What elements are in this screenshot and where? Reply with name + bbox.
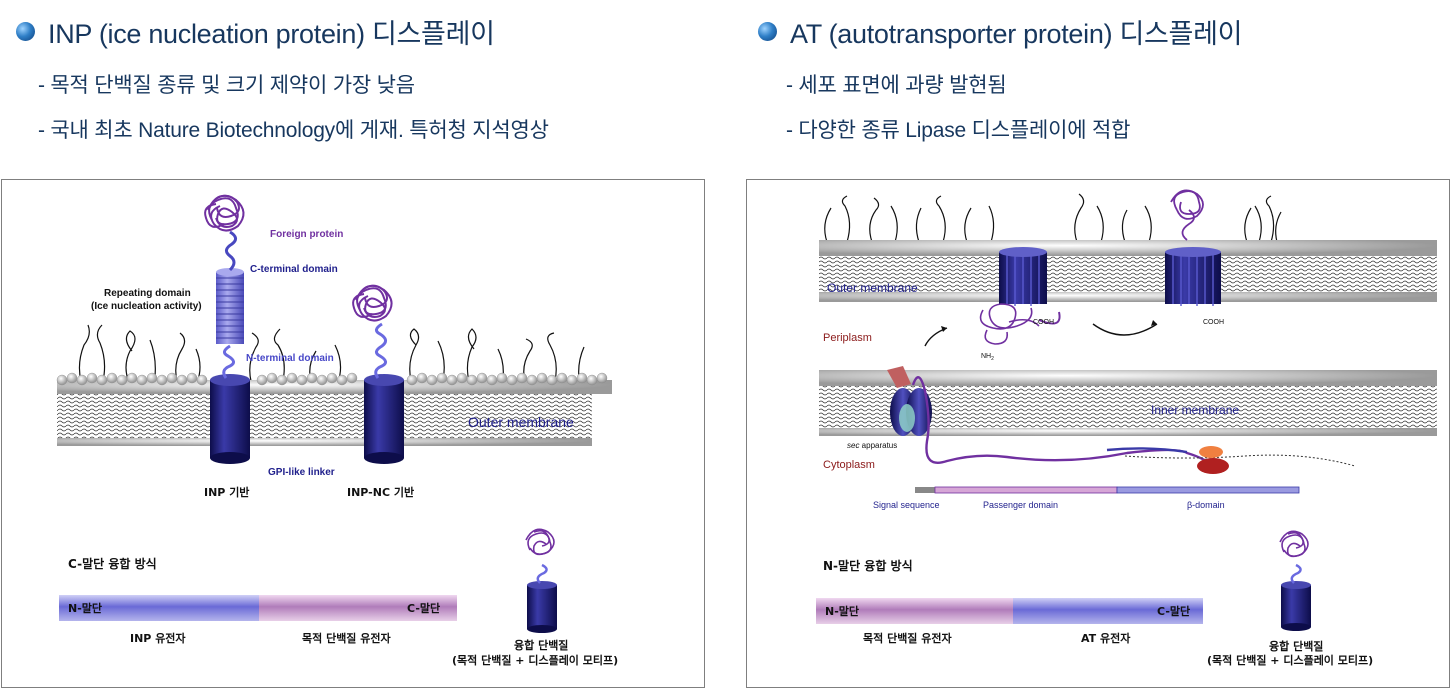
beta-barrel-1: [999, 247, 1047, 306]
passenger-domain-label: Passenger domain: [983, 500, 1058, 510]
outer-membrane-bilayer: [819, 240, 1437, 302]
lps-chains: [824, 193, 1282, 243]
signal-arrow-icon: [887, 366, 911, 388]
ribosome-mrna: [1124, 454, 1356, 467]
inp-nc-base-label: INP-NC 기반: [347, 485, 414, 499]
fusion-protein-icon: [1279, 530, 1311, 631]
fusion-protein-sub-label: (목적 단백질 + 디스플레이 모티프): [1207, 653, 1373, 667]
c-terminal-linker: [225, 230, 237, 272]
domain-organization-bar: [915, 486, 1300, 494]
left-bullet-2: - 국내 최초 Nature Biotechnology에 게재. 특허청 지석…: [38, 119, 549, 142]
fusion-protein-icon: [525, 528, 557, 633]
bar-c-terminal-label: C-말단: [1157, 604, 1190, 618]
nh2-label: NH2: [981, 353, 994, 362]
inp-nc-anchor-cylinder: [364, 374, 404, 464]
beta-domain-label: β-domain: [1187, 500, 1225, 510]
inp-gene-segment: [59, 595, 259, 621]
outer-membrane-label: Outer membrane: [468, 414, 574, 430]
outer-membrane-bilayer: [56, 372, 612, 446]
cooh-label-2: COOH: [1203, 319, 1224, 326]
left-heading-text: INP (ice nucleation protein) 디스플레이: [48, 19, 495, 49]
cooh-label-1: COOH: [1033, 319, 1054, 326]
target-gene-segment: [816, 598, 1013, 624]
periplasm-chain: [1038, 311, 1061, 325]
passenger-domain-periplasm: [979, 303, 1040, 345]
left-heading: INP (ice nucleation protein) 디스플레이: [16, 12, 495, 51]
fusion-protein-label: 융합 단백질: [514, 638, 568, 652]
target-gene-label: 목적 단백질 유전자: [863, 631, 952, 645]
periplasm-label: Periplasm: [823, 332, 872, 344]
bar-n-terminal-label: N-말단: [825, 604, 859, 618]
right-bullet-1: - 세포 표면에 과량 발현됨: [786, 74, 1007, 97]
passenger-domain-displayed: [1170, 189, 1204, 241]
target-gene-label: 목적 단백질 유전자: [302, 631, 391, 645]
outer-membrane-label: Outer membrane: [827, 281, 918, 295]
bullet-sphere-icon: [16, 22, 35, 41]
arrow-2-head-icon: [1151, 320, 1157, 326]
bar-n-terminal-label: N-말단: [68, 601, 102, 615]
at-gene-label: AT 유전자: [1081, 631, 1131, 645]
repeating-domain-rod: [216, 268, 244, 344]
at-gene-segment: [1013, 598, 1203, 624]
beta-domain-chain: [1106, 447, 1188, 454]
foreign-protein-blob: [204, 194, 245, 232]
target-gene-segment: [259, 595, 457, 621]
foreign-protein-label: Foreign protein: [270, 229, 343, 240]
n-terminal-linker: [222, 344, 235, 379]
right-heading: AT (autotransporter protein) 디스플레이: [758, 12, 1242, 51]
arrow-2-icon: [1092, 323, 1158, 336]
c-terminal-label: C-terminal domain: [250, 264, 338, 275]
ribosome-icon: [1197, 446, 1229, 474]
inp-diagram: Foreign protein C-terminal domain Repeat…: [56, 194, 618, 667]
inp-base-label: INP 기반: [204, 485, 249, 499]
fusion-protein-sub-label: (목적 단백질 + 디스플레이 모티프): [452, 653, 618, 667]
bar-c-terminal-label: C-말단: [407, 601, 440, 615]
at-diagram-panel: Outer membrane Periplasm Inner membrane …: [746, 179, 1450, 688]
arrow-1-head-icon: [941, 326, 947, 332]
at-diagram: Outer membrane Periplasm Inner membrane …: [816, 189, 1437, 667]
sec-apparatus: [887, 366, 932, 436]
fusion-method-title: C-말단 융합 방식: [68, 556, 157, 571]
right-bullet-2: - 다양한 종류 Lipase 디스플레이에 적합: [786, 119, 1131, 142]
fusion-protein-label: 융합 단백질: [1269, 639, 1323, 653]
signal-sequence-label: Signal sequence: [873, 500, 940, 510]
bullet-sphere-icon: [758, 22, 777, 41]
cytoplasm-label: Cytoplasm: [823, 459, 875, 471]
fusion-method-title: N-말단 융합 방식: [823, 558, 913, 573]
left-bullet-1: - 목적 단백질 종류 및 크기 제약이 가장 낮음: [38, 74, 415, 97]
n-terminal-label: N-terminal domain: [246, 353, 334, 364]
gpi-linker-label: GPI-like linker: [268, 467, 335, 478]
inner-membrane-label: Inner membrane: [1151, 403, 1239, 417]
sec-apparatus-label: sec apparatus: [847, 441, 897, 450]
inp-nc-linker: [374, 322, 387, 379]
ice-nucleation-label: (Ice nucleation activity): [91, 301, 202, 312]
foreign-protein-blob-2: [352, 284, 393, 322]
inp-anchor-cylinder: [210, 374, 250, 464]
right-heading-text: AT (autotransporter protein) 디스플레이: [790, 19, 1243, 49]
inp-gene-label: INP 유전자: [130, 631, 186, 645]
repeating-domain-label: Repeating domain: [104, 288, 191, 299]
inp-diagram-panel: Foreign protein C-terminal domain Repeat…: [1, 179, 705, 688]
beta-barrel-2: [1165, 247, 1221, 306]
